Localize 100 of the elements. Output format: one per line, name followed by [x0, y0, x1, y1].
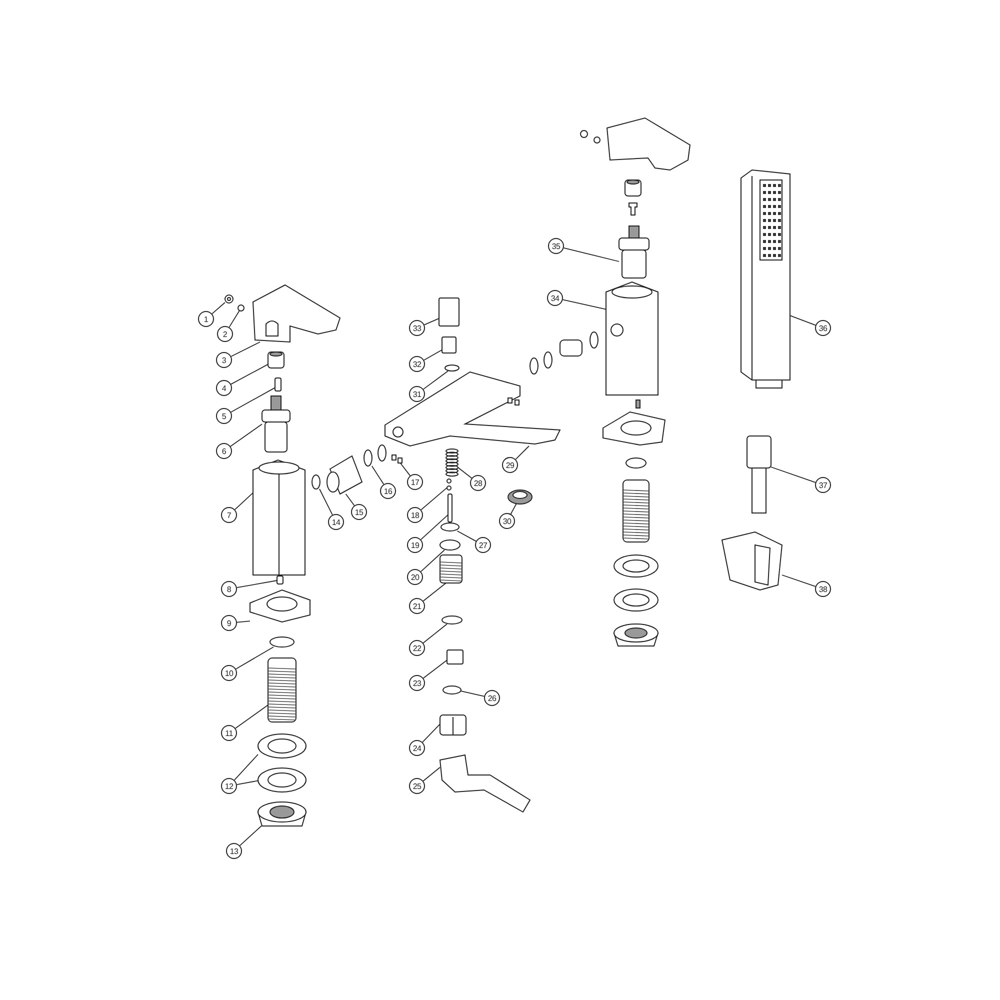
- leader-line: [460, 690, 485, 697]
- callout-number: 5: [216, 408, 232, 424]
- callout-number: 24: [409, 740, 425, 756]
- leader-line: [235, 704, 268, 729]
- callout-number: 26: [484, 690, 500, 706]
- connector-drawing: [326, 455, 363, 495]
- callout-number: 34: [547, 290, 563, 306]
- callout-number: 35: [548, 238, 564, 254]
- leader-line: [424, 318, 440, 326]
- valve-cartridge-drawing: [618, 226, 650, 278]
- shower-hose-drawing: [746, 436, 772, 514]
- screw-drawing: [274, 378, 282, 392]
- washer-drawing: [444, 364, 460, 372]
- aerator-drawing: [508, 490, 532, 504]
- tap-lever-drawing: [252, 284, 341, 343]
- callout-number: 6: [216, 443, 232, 459]
- washer-drawing: [442, 616, 462, 624]
- leader-line: [236, 620, 250, 623]
- leader-line: [230, 424, 262, 447]
- diverter-housing-drawing: [606, 281, 658, 396]
- callout-number: 38: [815, 581, 831, 597]
- valve-cartridge-drawing: [262, 396, 290, 452]
- leader-line: [319, 488, 333, 516]
- leader-line: [234, 492, 254, 510]
- small-o-rings-drawing: [446, 478, 452, 490]
- plug-drawing: [446, 650, 464, 664]
- leader-line: [239, 826, 262, 846]
- callout-number: 2: [217, 326, 233, 342]
- callout-number: 4: [216, 380, 232, 396]
- cap-drawing: [438, 298, 460, 326]
- leader-line: [562, 299, 606, 310]
- callout-number: 23: [409, 675, 425, 691]
- tap-body-drawing: [252, 459, 306, 576]
- callout-number: 28: [470, 475, 486, 491]
- spring-drawing: [446, 448, 458, 477]
- callout-number: 10: [221, 665, 237, 681]
- grub-screws-drawing: [392, 454, 402, 464]
- callout-number: 14: [328, 514, 344, 530]
- leader-line: [420, 487, 448, 510]
- callout-number: 36: [815, 320, 831, 336]
- callout-number: 20: [407, 569, 423, 585]
- base-plate-drawing: [250, 589, 310, 623]
- callout-number: 31: [409, 386, 425, 402]
- spindle-drawing: [448, 494, 452, 522]
- leader-line: [228, 310, 240, 328]
- callout-number: 29: [502, 457, 518, 473]
- adaptor-ring-drawing: [268, 352, 284, 368]
- leader-line: [400, 462, 411, 476]
- callout-number: 16: [380, 483, 396, 499]
- leader-line: [212, 302, 226, 314]
- stud-drawing: [276, 576, 284, 584]
- grub-screw-drawing: [224, 294, 234, 304]
- callout-number: 33: [409, 320, 425, 336]
- callout-number: 3: [216, 352, 232, 368]
- leader-line: [422, 624, 448, 644]
- leader-line: [371, 466, 384, 485]
- leader-line: [515, 446, 530, 460]
- callout-number: 27: [475, 537, 491, 553]
- leader-line: [236, 580, 278, 588]
- callout-number: 19: [407, 537, 423, 553]
- back-nut-drawing: [257, 802, 307, 826]
- washer-drawing: [270, 636, 294, 648]
- pin-drawing: [442, 336, 456, 354]
- callout-number: 1: [198, 311, 214, 327]
- leader-line: [782, 574, 816, 587]
- callout-number: 21: [409, 598, 425, 614]
- leader-line: [422, 660, 448, 679]
- leader-line: [422, 582, 446, 602]
- leader-line: [422, 370, 448, 390]
- elbow-hose-drawing: [439, 754, 531, 813]
- leader-line: [770, 466, 816, 483]
- leader-line: [563, 247, 620, 262]
- washer-drawing: [258, 768, 306, 792]
- spout-body-drawing: [384, 371, 561, 447]
- disc-drawing: [440, 522, 460, 532]
- leader-line: [456, 530, 476, 542]
- o-rings-drawing: [364, 444, 386, 466]
- leader-line: [234, 754, 258, 781]
- leader-line: [230, 342, 260, 357]
- leader-line: [230, 387, 276, 413]
- leader-line: [345, 494, 355, 506]
- leader-line: [230, 364, 268, 385]
- leader-line: [420, 514, 448, 540]
- callout-number: 13: [226, 843, 242, 859]
- callout-number: 37: [815, 477, 831, 493]
- callout-number: 18: [407, 507, 423, 523]
- leader-line: [235, 646, 274, 670]
- threaded-shank-drawing: [268, 658, 296, 722]
- leader-line: [424, 349, 442, 361]
- leader-line: [458, 467, 472, 479]
- callout-number: 11: [221, 725, 237, 741]
- leader-line: [420, 550, 445, 572]
- washer-drawing: [442, 686, 462, 694]
- diverter-body-drawing: [440, 554, 462, 584]
- leader-line: [236, 780, 258, 786]
- callout-number: 32: [409, 356, 425, 372]
- leader-line: [510, 504, 517, 514]
- callout-number: 30: [499, 513, 515, 529]
- callout-number: 7: [221, 507, 237, 523]
- callout-number: 25: [409, 778, 425, 794]
